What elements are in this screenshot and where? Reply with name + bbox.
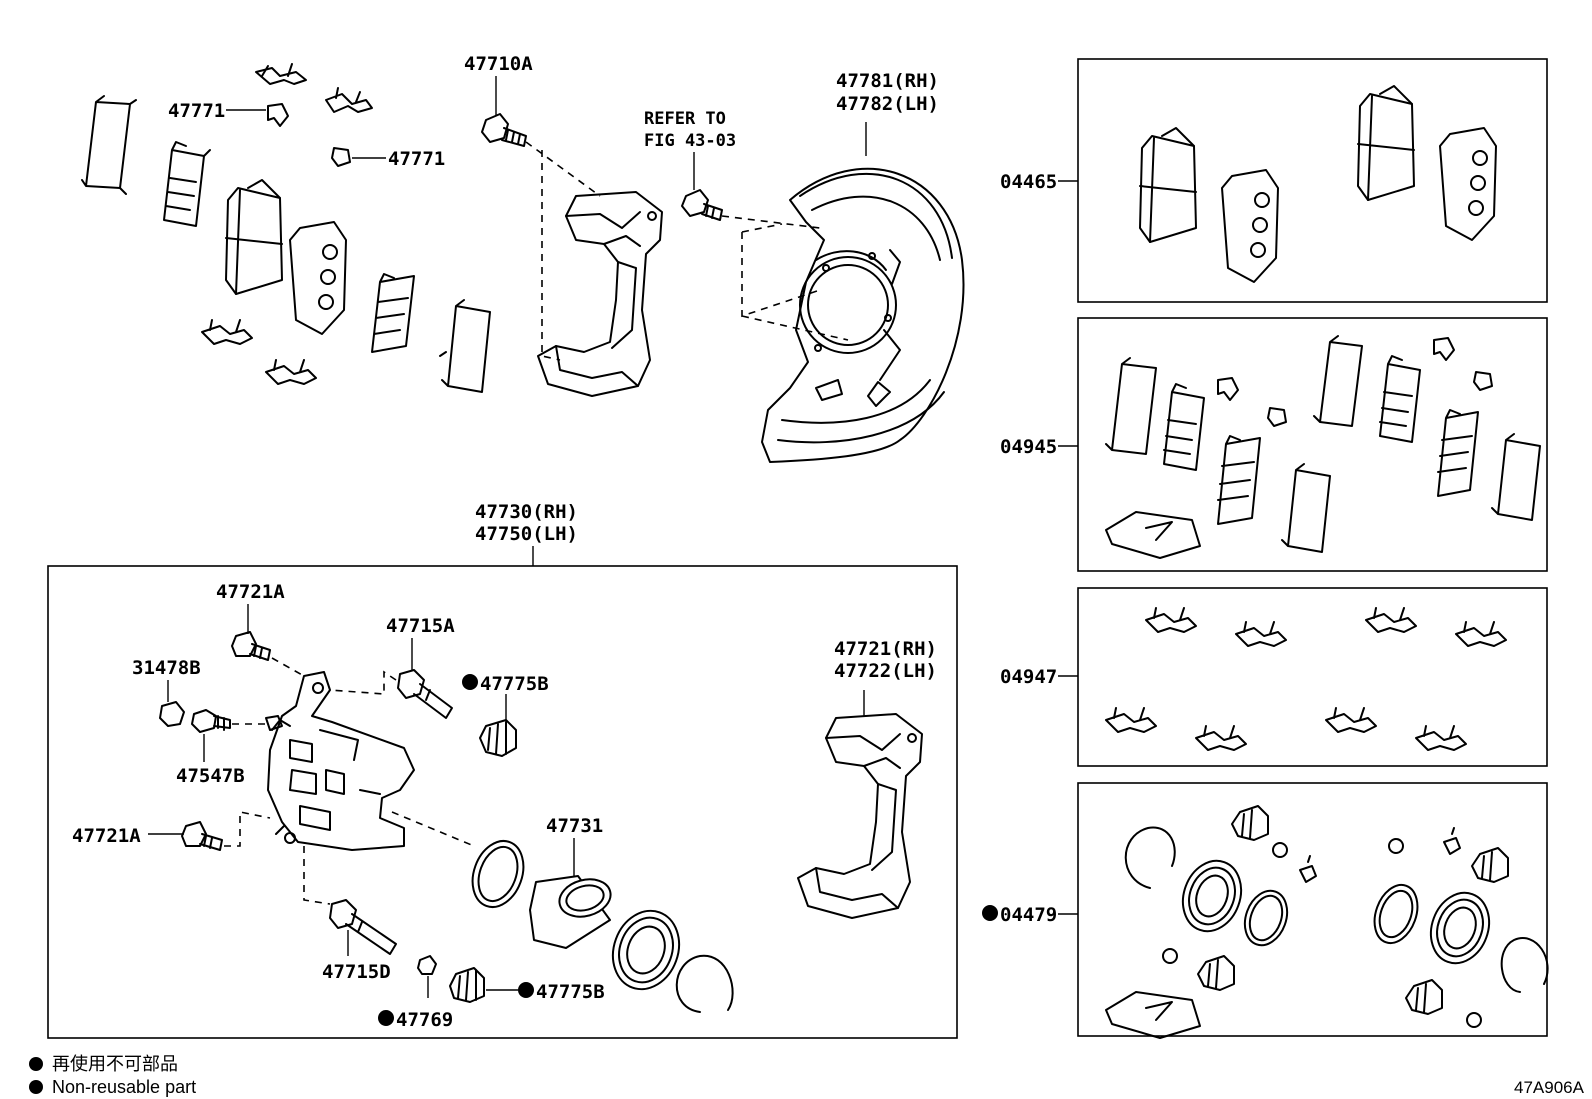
label-04945: 04945 [1000,436,1057,458]
legend-text-jp: 再使用不可部品 [52,1054,178,1074]
mounting-bracket-box [797,713,923,919]
pin-47715A [397,669,453,719]
label-47769: 47769 [396,1009,453,1031]
piston-47731 [529,875,612,949]
label-47730: 47730(RH) [475,501,578,523]
kit-04479-seals [1105,805,1549,1039]
cap-31478B [159,701,185,727]
legend-marker-jp [29,1057,43,1071]
non-reusable-marker-47769 [378,1010,394,1026]
label-47547B: 47547B [176,765,245,787]
caliper-assembly-box [47,565,958,1039]
label-47781: 47781(RH) [836,70,939,92]
bolt-refer-fig [681,189,723,221]
boot-47775B-top [479,719,517,757]
boot-47775B-bot [449,967,485,1003]
legend-marker-en [29,1080,43,1094]
kit-04947-box [1077,587,1548,767]
caliper-body [267,671,415,851]
dash-piston [391,811,475,847]
non-reusable-marker-47775B-bot [518,982,534,998]
label-47722: 47722(LH) [834,660,937,682]
label-47731: 47731 [546,815,603,837]
retaining-ring [675,954,734,1013]
label-04465: 04465 [1000,171,1057,193]
dash-bolt-bracket [525,141,601,361]
bolt-47721A-bot [181,821,223,851]
dash-47715D [303,846,331,905]
label-refer-1: REFER TO [644,109,726,129]
kit-04479-box [1077,782,1548,1037]
label-47715A: 47715A [386,615,455,637]
figure-code: 47A906A [1514,1078,1585,1097]
piston-boot [611,909,681,991]
label-47710A: 47710A [464,53,533,75]
bleeder-47547B [191,709,231,733]
label-31478B: 31478B [132,657,201,679]
disc-shield [761,167,965,463]
label-47721A-top: 47721A [216,581,285,603]
label-47775B-bot: 47775B [536,981,605,1003]
dash-47715A [329,670,397,695]
label-refer-2: FIG 43-03 [644,131,736,151]
kit-04947-clips [1105,607,1507,751]
bolt-47721A-top [231,631,271,661]
bolt-47710A [481,113,527,147]
label-47782: 47782(LH) [836,93,939,115]
kit-04465-pads [1139,85,1497,283]
label-47771-a: 47771 [168,100,225,122]
dash-bolt-shield [721,215,849,341]
kit-04945-box [1077,317,1548,572]
label-04479: 04479 [1000,904,1057,926]
pin-47715D [329,899,397,955]
non-reusable-marker-47775B-top [462,674,478,690]
kit-04945-shims [1105,335,1541,559]
label-47721: 47721(RH) [834,638,937,660]
label-47721A-bot: 47721A [72,825,141,847]
dash-47721A-top [271,657,305,677]
label-47750: 47750(LH) [475,523,578,545]
non-reusable-marker-04479 [982,905,998,921]
label-04947: 04947 [1000,666,1057,688]
piston-seal-ring [471,840,525,908]
bleeder-seat [265,715,283,731]
mounting-bracket-top [537,191,663,397]
label-47771-b: 47771 [388,148,445,170]
pad-group-top-left [81,63,491,393]
cap-47769 [417,955,437,975]
legend-text-en: Non-reusable part [52,1077,196,1097]
label-47715D: 47715D [322,961,391,983]
dash-47721A-bot [224,811,271,847]
label-47775B-top: 47775B [480,673,549,695]
